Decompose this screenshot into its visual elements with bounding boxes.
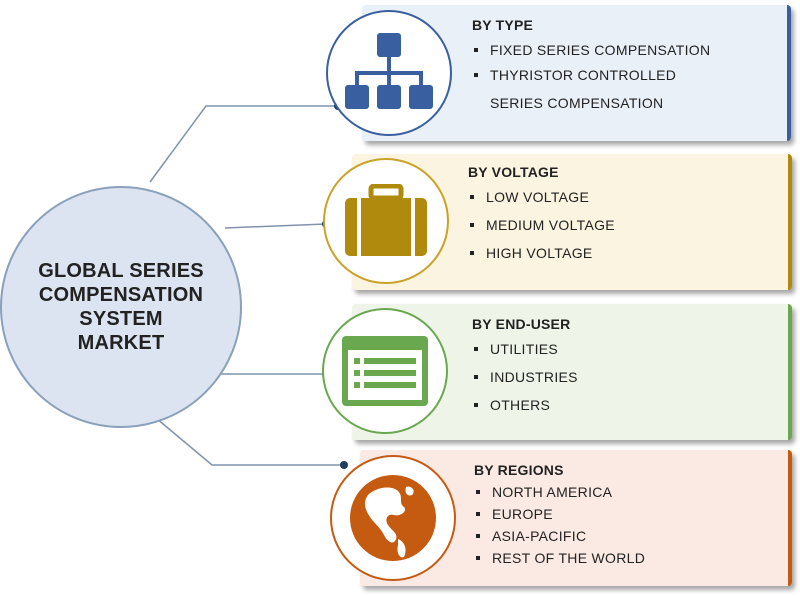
- segment-item: UTILITIES: [472, 340, 774, 358]
- globe-icon: [350, 475, 436, 561]
- segment-content-end-user: BY END-USER UTILITIES INDUSTRIES OTHERS: [472, 316, 774, 421]
- bullet-icon: [474, 375, 478, 379]
- segment-item: INDUSTRIES: [472, 368, 774, 386]
- segment-item: MEDIUM VOLTAGE: [468, 216, 774, 234]
- connector-regions: [149, 412, 344, 466]
- segment-item: ASIA-PACIFIC: [474, 527, 774, 545]
- segment-item: OTHERS: [472, 396, 774, 414]
- bullet-icon: [474, 347, 478, 351]
- bullet-icon: [470, 195, 474, 199]
- segment-title-end-user: BY END-USER: [472, 316, 571, 332]
- market-title-circle: GLOBAL SERIES COMPENSATION SYSTEM MARKET: [0, 186, 242, 428]
- segment-content-voltage: BY VOLTAGE LOW VOLTAGE MEDIUM VOLTAGE HI…: [468, 164, 774, 269]
- segment-icon-circle-voltage: [323, 158, 449, 284]
- connector-type: [149, 105, 338, 183]
- bullet-icon: [474, 48, 478, 52]
- segment-item: HIGH VOLTAGE: [468, 244, 774, 262]
- segment-content-regions: BY REGIONS NORTH AMERICA EUROPE ASIA-PAC…: [474, 462, 774, 574]
- segment-item: FIXED SERIES COMPENSATION: [472, 41, 773, 59]
- bullet-icon: [476, 534, 480, 538]
- segment-title-regions: BY REGIONS: [474, 462, 564, 478]
- bullet-icon: [474, 403, 478, 407]
- segment-title-type: BY TYPE: [472, 17, 534, 33]
- list-form-icon: [342, 336, 428, 406]
- hierarchy-icon: [345, 33, 433, 109]
- segment-icon-circle-end-user: [322, 308, 448, 434]
- market-title: GLOBAL SERIES COMPENSATION SYSTEM MARKET: [38, 260, 204, 354]
- bullet-icon: [470, 223, 474, 227]
- bullet-icon: [476, 512, 480, 516]
- segment-title-voltage: BY VOLTAGE: [468, 164, 559, 180]
- segment-item: EUROPE: [474, 505, 774, 523]
- bullet-icon: [474, 73, 478, 77]
- connector-voltage: [224, 223, 327, 229]
- segment-item: REST OF THE WORLD: [474, 549, 774, 567]
- briefcase-icon: [345, 184, 427, 256]
- segment-item: THYRISTOR CONTROLLED SERIES COMPENSATION: [472, 61, 700, 117]
- bullet-icon: [476, 556, 480, 560]
- segment-item: LOW VOLTAGE: [468, 188, 774, 206]
- connector-dot-regions: [340, 461, 348, 469]
- bullet-icon: [470, 251, 474, 255]
- bullet-icon: [476, 490, 480, 494]
- segment-icon-circle-regions: [330, 455, 456, 581]
- segment-item: NORTH AMERICA: [474, 483, 774, 501]
- segment-content-type: BY TYPE FIXED SERIES COMPENSATION THYRIS…: [472, 17, 773, 124]
- segment-icon-circle-type: [326, 10, 452, 136]
